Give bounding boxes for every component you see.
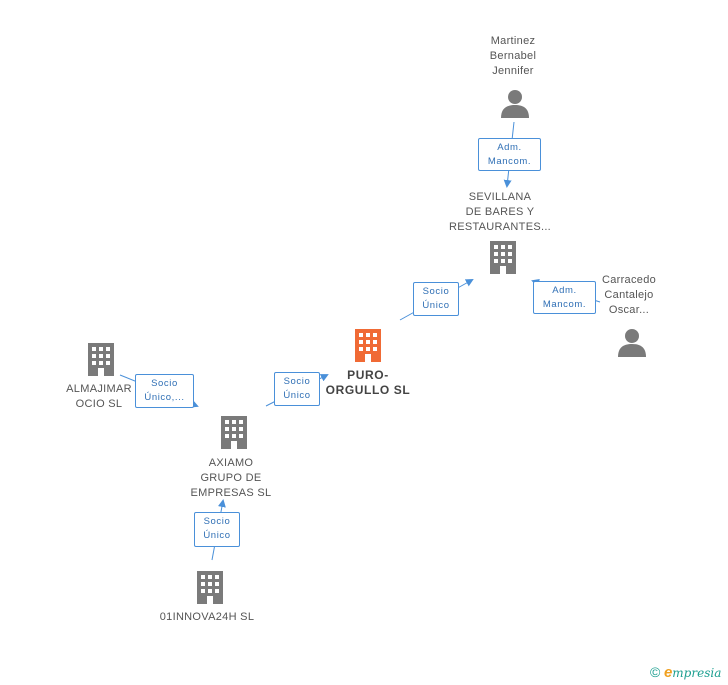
innova-node-label[interactable]: 01INNOVA24H SL — [159, 611, 255, 623]
brand-logo-initial: e — [663, 664, 673, 681]
innova-building-icon[interactable] — [194, 570, 226, 604]
martinez-person-icon[interactable] — [500, 88, 530, 118]
axiamo-node-label[interactable]: AXIAMO GRUPO DE EMPRESAS SL — [190, 457, 272, 499]
martinez-node-label[interactable]: Martinez Bernabel Jennifer — [489, 35, 537, 77]
relation-axiamo-main[interactable]: Socio Único — [274, 372, 320, 406]
sevillana-building-icon[interactable] — [487, 240, 519, 274]
relation-innova-axiamo[interactable]: Socio Único — [194, 512, 240, 547]
main-building-icon[interactable] — [352, 328, 384, 362]
carracedo-person-icon[interactable] — [617, 327, 647, 357]
relation-martinez-sevillana[interactable]: Adm. Mancom. — [478, 138, 541, 171]
almajimar-building-icon[interactable] — [85, 342, 117, 376]
carracedo-node-label[interactable]: Carracedo Cantalejo Oscar... — [601, 274, 657, 316]
axiamo-building-icon[interactable] — [218, 415, 250, 449]
sevillana-node-label[interactable]: SEVILLANA DE BARES Y RESTAURANTES... — [448, 191, 552, 233]
relation-main-sevillana[interactable]: Socio Único — [413, 282, 459, 316]
almajimar-node-label[interactable]: ALMAJIMAR OCIO SL — [66, 383, 132, 410]
relation-carracedo-sevillana[interactable]: Adm. Mancom. — [533, 281, 596, 314]
empresia-brand[interactable]: © empresia — [650, 664, 721, 684]
brand-name: mpresia — [672, 666, 722, 680]
copyright-symbol: © — [650, 664, 661, 680]
main-node-label[interactable]: PURO- ORGULLO SL — [325, 368, 411, 397]
relation-almajimar-axiamo[interactable]: Socio Único,... — [135, 374, 194, 408]
